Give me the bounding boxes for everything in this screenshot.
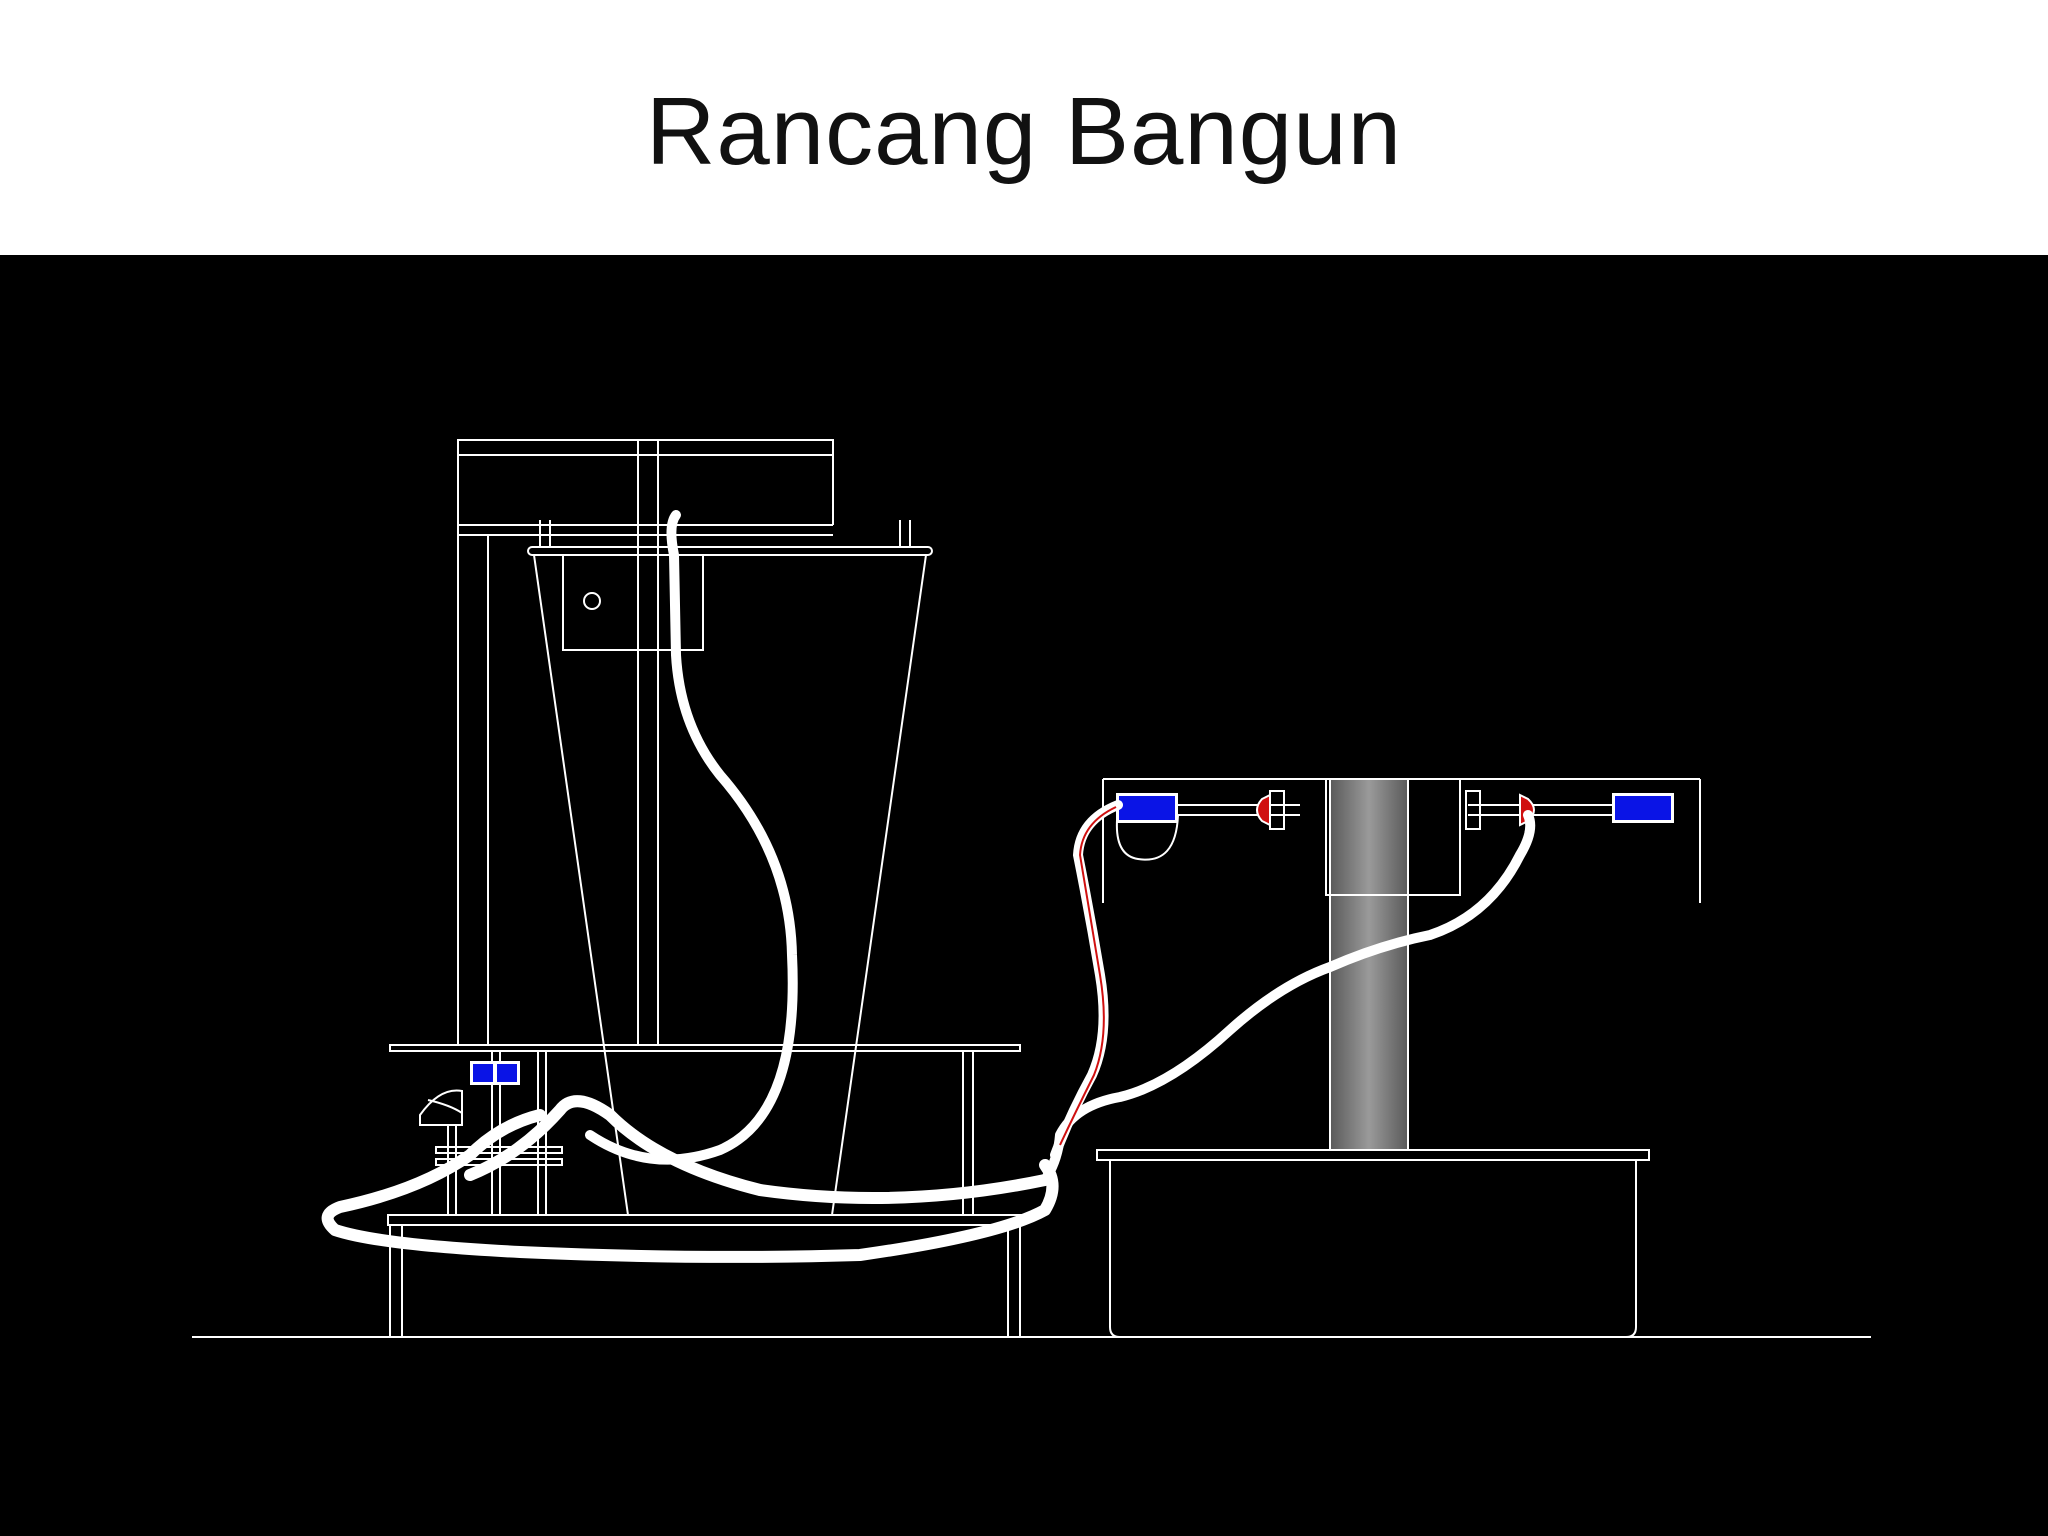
machine-schematic — [192, 439, 1871, 1338]
hose-red-line — [1059, 806, 1117, 1146]
nozzle-left — [1256, 793, 1271, 827]
hose-base-loop — [321, 1109, 1059, 1263]
slide-title: Rancang Bangun — [646, 77, 1402, 185]
hose-to-right-unit — [1040, 810, 1536, 1185]
left-base-table — [387, 1214, 1023, 1337]
hose-motor-link — [464, 1095, 1051, 1204]
valve-right-left-arm — [1116, 793, 1178, 823]
design-drawing — [0, 255, 2048, 1536]
left-frame — [389, 439, 1021, 1215]
title-area: Rancang Bangun — [0, 0, 2048, 255]
pillar-bracket — [1325, 778, 1461, 896]
valve-left-unit — [470, 1061, 520, 1085]
right-tank — [1096, 1149, 1650, 1338]
hopper-cone — [527, 520, 933, 1216]
hose-hopper-feed — [585, 510, 798, 1165]
valve-right-right-arm — [1612, 793, 1674, 823]
